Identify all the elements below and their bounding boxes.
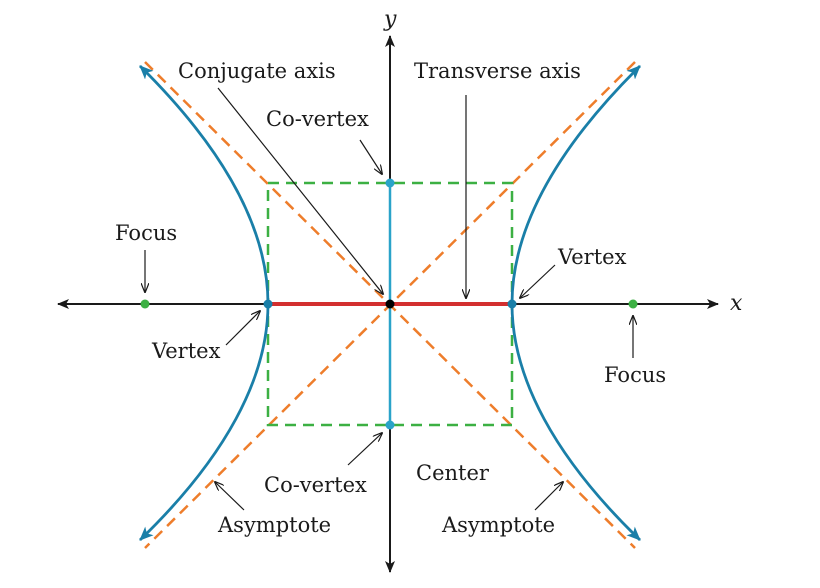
vertex-left-label: Vertex: [151, 339, 221, 363]
y-axis-label: y: [383, 7, 397, 32]
conjugate-axis-label: Conjugate axis: [178, 59, 336, 83]
x-axis-label: x: [730, 291, 743, 316]
co-vertex-bottom-pointer: [347, 433, 382, 466]
center-label: Center: [416, 461, 490, 485]
vertex-point-left: [263, 299, 273, 309]
conjugate-axis-pointer: [217, 87, 383, 294]
vertex-right-label: Vertex: [557, 245, 627, 269]
vertex-left-pointer: [225, 311, 260, 346]
co-vertex-point-bottom: [385, 420, 395, 430]
vertex-point-right: [507, 299, 517, 309]
vertex-right-pointer: [520, 264, 556, 298]
transverse-axis-label: Transverse axis: [414, 59, 581, 83]
hyperbola-left-branch: [139, 65, 270, 305]
co-vertex-bottom-label: Co-vertex: [264, 473, 367, 497]
focus-right-label: Focus: [604, 363, 666, 387]
asymptote-right-pointer: [534, 482, 563, 511]
co-vertex-point-top: [385, 178, 395, 188]
focus-left-label: Focus: [115, 221, 177, 245]
asymptote-left-label: Asymptote: [217, 513, 331, 537]
hyperbola-left-branch-lower: [139, 303, 270, 542]
co-vertex-top-label: Co-vertex: [266, 107, 369, 131]
co-vertex-top-pointer: [359, 139, 382, 174]
focus-point-left: [140, 299, 150, 309]
hyperbola-right-branch: [510, 65, 641, 305]
hyperbola-right-branch-lower: [510, 303, 641, 542]
focus-point-right: [628, 299, 638, 309]
asymptote-right-label: Asymptote: [441, 513, 555, 537]
center-point: [385, 299, 395, 309]
asymptote-left-pointer: [215, 482, 245, 511]
